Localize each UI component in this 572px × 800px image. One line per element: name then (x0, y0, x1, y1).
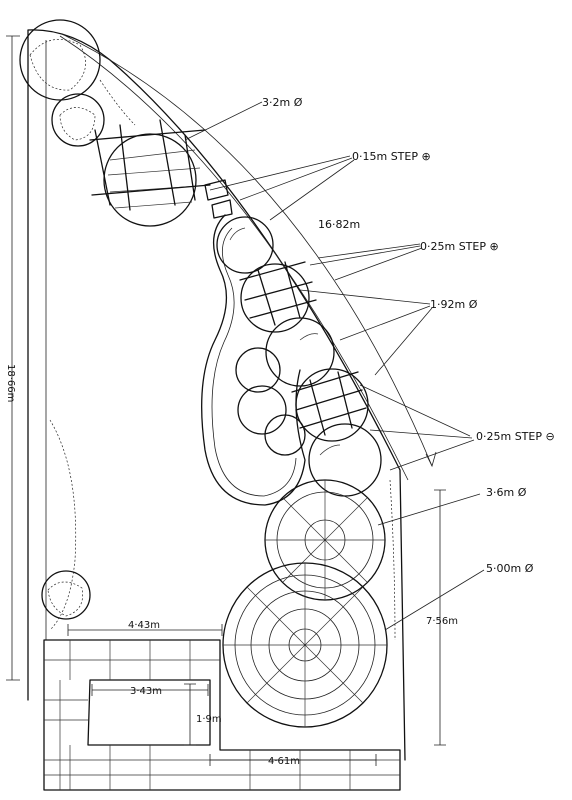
paved-terrace (43, 639, 401, 791)
circle-3-6m: 3·6m Ø (264, 479, 527, 601)
dimension-4-61: 4·61m (209, 754, 377, 767)
lawn-edge (201, 214, 306, 506)
label-group-1-92: 1·92m Ø (299, 289, 478, 376)
garden-boundary (27, 29, 409, 761)
tree-canopies (19, 19, 306, 620)
step-0-15m: 0·15m STEP ⊕ (204, 150, 431, 221)
label-3-2m: 3·2m Ø (262, 96, 303, 109)
circle-3-2m-pergola: 3·2m Ø (89, 96, 303, 227)
circle-1-92-d (295, 368, 369, 442)
label-4-43m: 4·43m (128, 620, 160, 631)
label-0-15m-step: 0·15m STEP ⊕ (352, 150, 431, 163)
tree-mid-3 (264, 414, 306, 456)
label-4-61m: 4·61m (268, 756, 300, 767)
step-0-25m-up: 0·25m STEP ⊕ (309, 240, 499, 281)
dimension-3-43: 3·43m (91, 684, 209, 697)
circle-5-00m: 5·00m Ø (222, 562, 534, 728)
label-1-92m: 1·92m Ø (430, 298, 478, 311)
circle-1-92-c (265, 317, 335, 387)
label-18-66m: 18·66m (5, 364, 16, 402)
label-16-82m: 16·82m (318, 218, 360, 231)
label-1-9m: 1·9m (196, 714, 222, 725)
tree-top-left (19, 19, 101, 101)
tree-small-top (51, 93, 105, 147)
dimension-7-56: 7·56m (426, 489, 458, 746)
step-0-25m-down: 0·25m STEP ⊖ (359, 384, 555, 471)
label-7-56m: 7·56m (426, 616, 458, 627)
tree-mid-1 (235, 347, 281, 393)
circles-1-92m (216, 216, 382, 497)
arc-dimension-16-82: 16·82m (61, 33, 437, 468)
label-0-25m-step-down: 0·25m STEP ⊖ (476, 430, 555, 443)
label-0-25m-step-up: 0·25m STEP ⊕ (420, 240, 499, 253)
dimension-18-66: 18·66m (5, 35, 20, 681)
label-3-6m: 3·6m Ø (486, 486, 527, 499)
circle-1-92-e (308, 423, 382, 497)
dimension-4-43: 4·43m (67, 620, 223, 636)
tree-mid-2 (237, 385, 287, 435)
dimension-1-9: 1·9m (184, 683, 222, 746)
planting-beds (49, 79, 396, 641)
label-3-43m: 3·43m (130, 686, 162, 697)
tree-lower-left (41, 570, 91, 620)
circle-1-92-a (216, 216, 274, 274)
label-5-00m: 5·00m Ø (486, 562, 534, 575)
pergolas-mid (239, 261, 367, 436)
circle-1-92-b (240, 263, 310, 333)
